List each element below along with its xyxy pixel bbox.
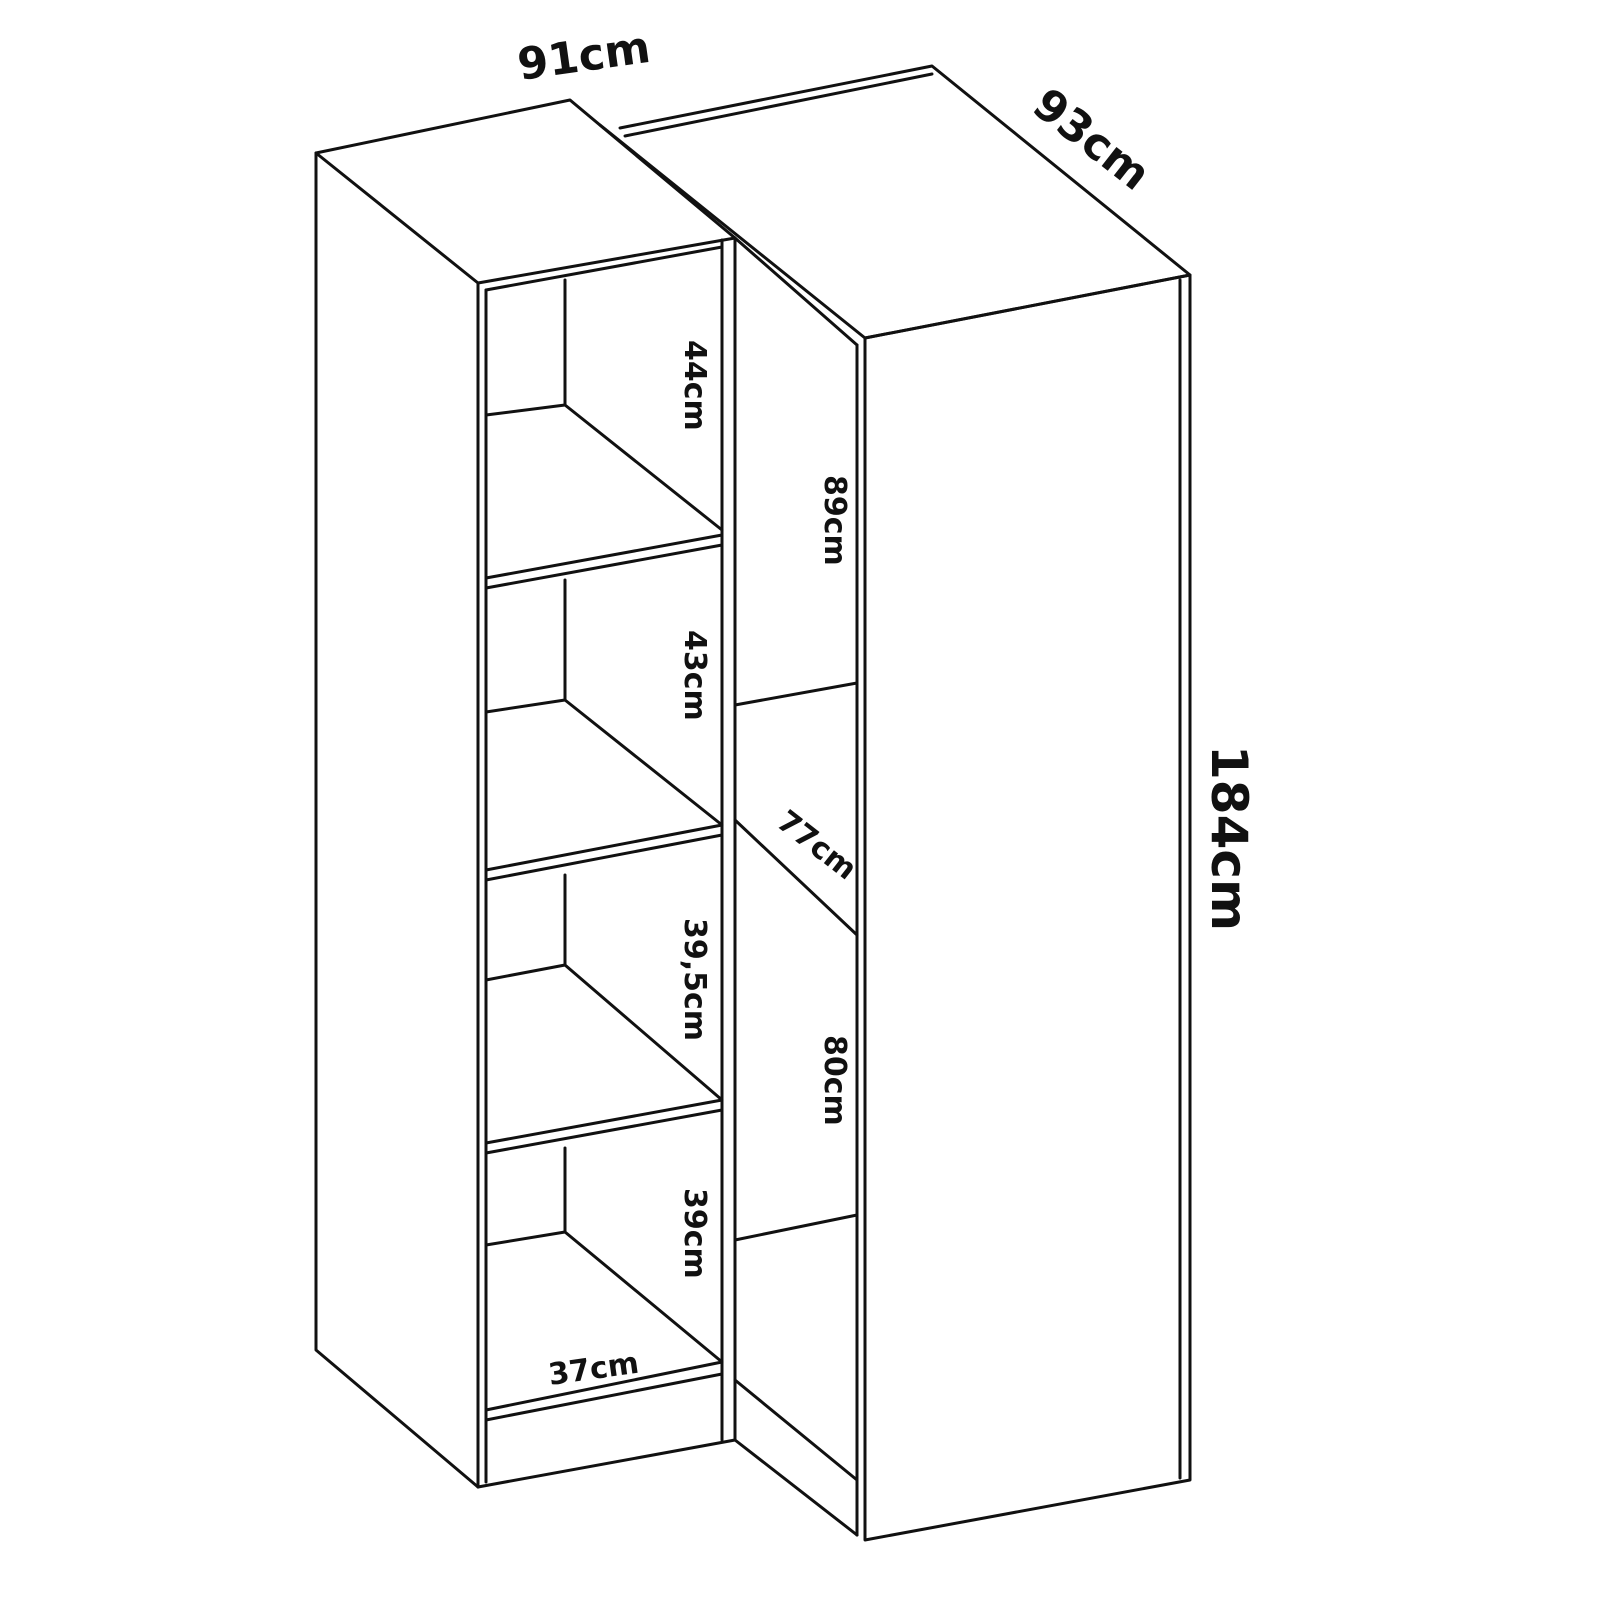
left-unit-side bbox=[314, 151, 480, 1489]
label-shelf-3: 39,5cm bbox=[677, 918, 712, 1041]
corner-shelf-lower bbox=[733, 1213, 859, 1242]
top-panel-underside bbox=[484, 245, 724, 292]
label-shelf-2: 43cm bbox=[677, 630, 712, 721]
right-unit-side-panel bbox=[863, 273, 1192, 1542]
compartment-2 bbox=[484, 578, 724, 882]
left-unit bbox=[314, 98, 737, 1489]
label-shelf-4: 39cm bbox=[677, 1188, 712, 1279]
label-corner-shelf-depth: 77cm bbox=[770, 804, 863, 887]
corner-bottom-edge bbox=[733, 1438, 859, 1537]
label-corner-lower: 80cm bbox=[817, 1035, 852, 1126]
right-unit-inner-top bbox=[733, 236, 859, 347]
right-unit-top-inner-edge bbox=[598, 123, 867, 340]
corner-shelf-diagonal bbox=[733, 818, 859, 937]
right-unit-top-edge bbox=[623, 72, 934, 138]
label-inner-width: 37cm bbox=[546, 1346, 641, 1393]
label-depth-right: 93cm bbox=[1023, 78, 1159, 200]
corner-bottom bbox=[733, 1378, 859, 1537]
label-corner-upper: 89cm bbox=[817, 475, 852, 566]
right-unit bbox=[598, 64, 1192, 1542]
compartment-4 bbox=[484, 1146, 724, 1422]
label-width-left: 91cm bbox=[514, 22, 653, 91]
label-shelf-1: 44cm bbox=[677, 340, 712, 431]
right-unit-top bbox=[618, 64, 1192, 340]
label-height: 184cm bbox=[1200, 745, 1258, 931]
compartment-3 bbox=[484, 873, 724, 1155]
corner-shelf-upper bbox=[733, 681, 859, 707]
compartment-1 bbox=[484, 278, 724, 590]
left-unit-bottom bbox=[476, 1438, 737, 1489]
